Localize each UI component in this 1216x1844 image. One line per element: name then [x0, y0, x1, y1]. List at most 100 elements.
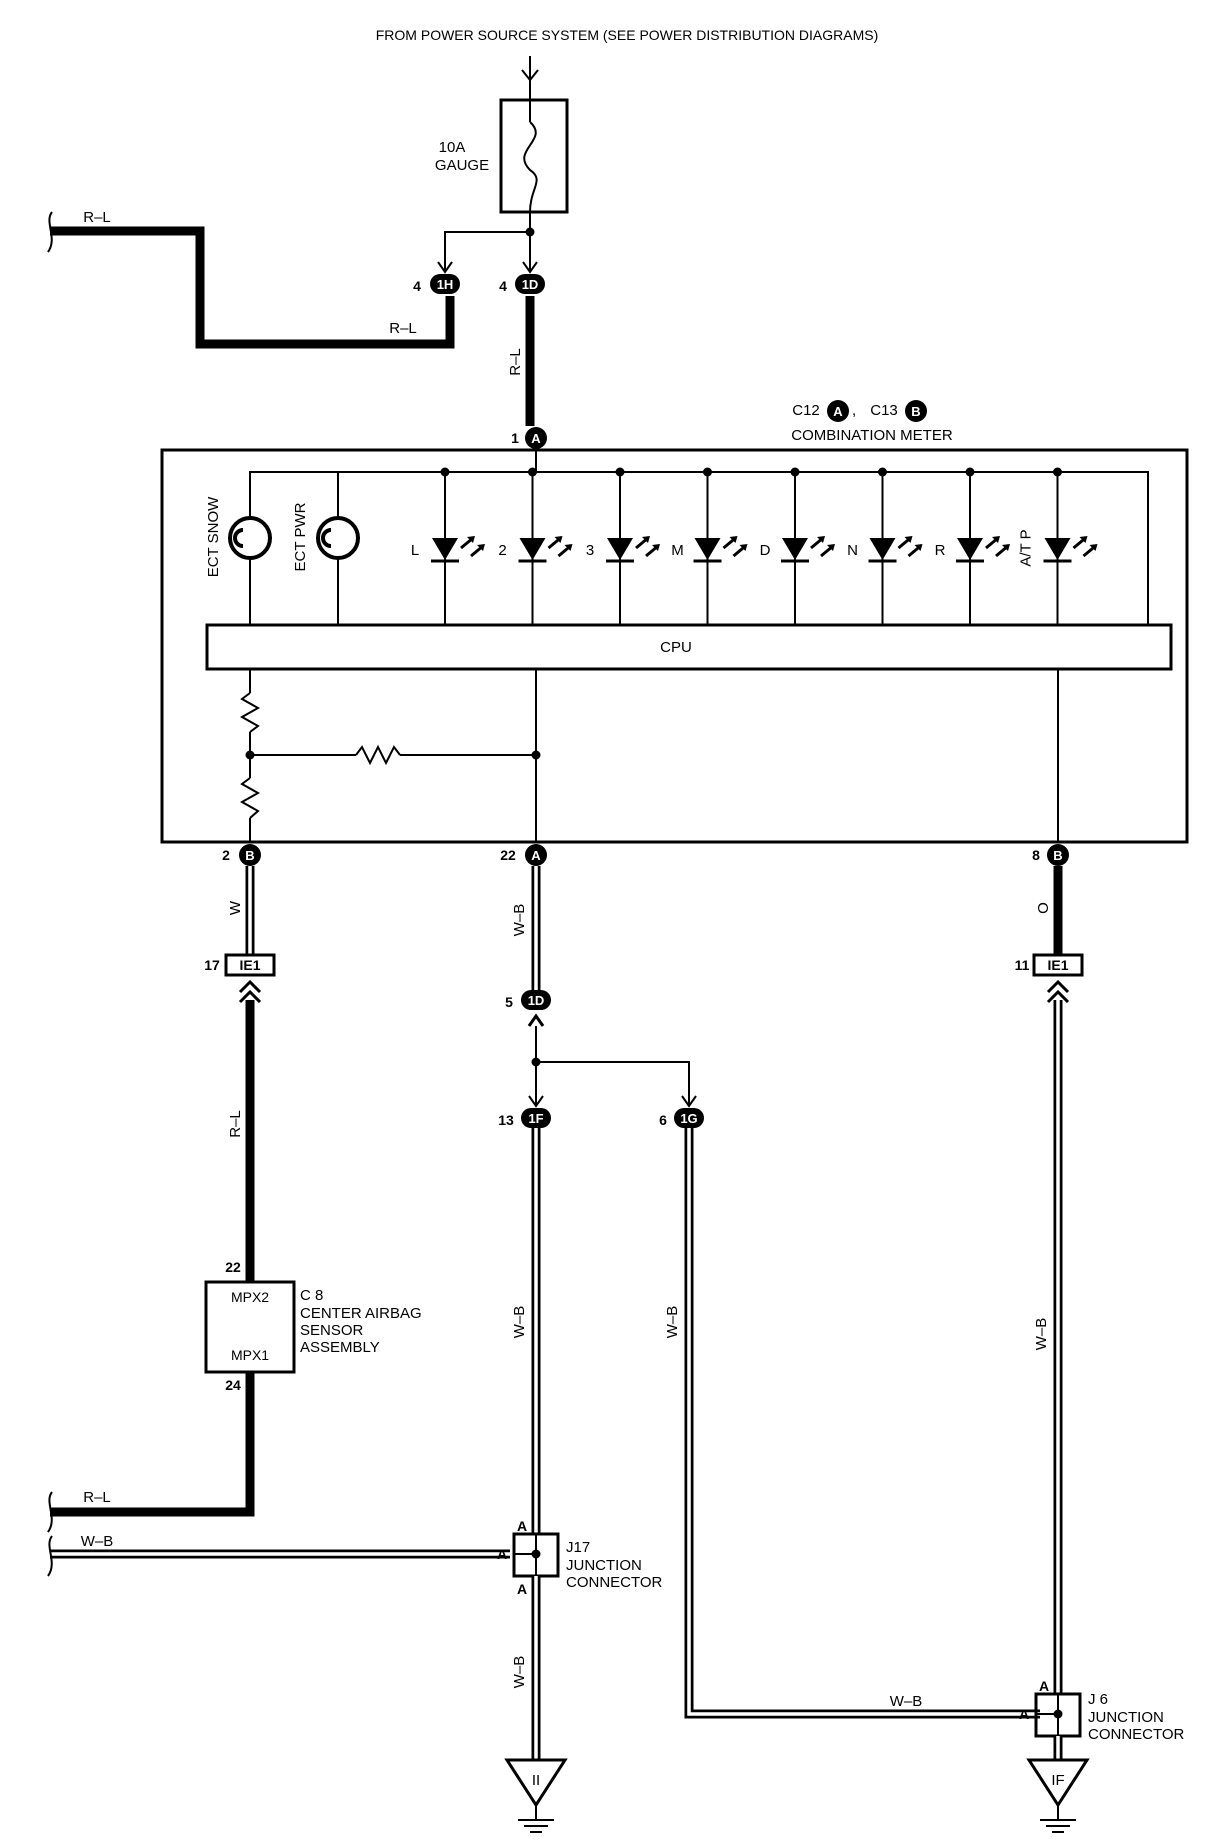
svg-text:R–L: R–L [83, 209, 111, 226]
svg-text:IE1: IE1 [1047, 957, 1068, 973]
svg-text:W–B: W–B [511, 904, 528, 937]
led-label: 2 [498, 542, 506, 559]
svg-text:ECT SNOW: ECT SNOW [205, 496, 222, 577]
led-label: D [760, 542, 771, 559]
svg-text:8: 8 [1032, 847, 1040, 863]
ect-snow-indicator: ECT SNOW [205, 472, 272, 625]
svg-text:W–B: W–B [81, 1533, 114, 1550]
combination-meter-box [160, 448, 1189, 844]
svg-text:6: 6 [659, 1112, 667, 1128]
led-l: L [411, 467, 485, 625]
cpu-box: CPU [205, 623, 1173, 671]
power-input-arrow [521, 56, 539, 100]
wire-rl-top [50, 226, 455, 349]
svg-text:ECT PWR: ECT PWR [292, 502, 309, 571]
connector-meter-22a: A 22 [500, 844, 547, 866]
resistor-network [239, 669, 1059, 842]
wire-wb-1g [684, 1128, 1040, 1719]
svg-text:B: B [1053, 848, 1062, 863]
svg-text:IE1: IE1 [239, 957, 260, 973]
led-label: 3 [586, 542, 594, 559]
connector-1f: 1F 13 [498, 1108, 551, 1128]
svg-text:J 6: J 6 [1088, 1691, 1108, 1708]
wire-rl-bottom [50, 1372, 255, 1517]
combination-meter-label: C12 A , C13 B COMBINATION METER [791, 400, 953, 444]
svg-text:4: 4 [499, 278, 507, 294]
svg-text:24: 24 [225, 1377, 241, 1393]
svg-text:1D: 1D [528, 993, 545, 1008]
svg-text:W–B: W–B [511, 1656, 528, 1689]
connector-1d-mid: 1D 5 [505, 990, 551, 1027]
svg-text:W–B: W–B [1033, 1318, 1050, 1351]
connector-1d-top: 1D 4 [499, 274, 545, 294]
svg-text:IF: IF [1051, 1772, 1064, 1789]
svg-text:R–L: R–L [507, 348, 524, 376]
svg-text:A: A [517, 1518, 527, 1534]
svg-text:5: 5 [505, 994, 513, 1010]
svg-text:22: 22 [500, 847, 516, 863]
svg-text:MPX1: MPX1 [231, 1347, 269, 1363]
svg-text:A: A [833, 404, 843, 419]
led-2: 2 [498, 467, 573, 625]
svg-text:B: B [245, 848, 254, 863]
svg-text:II: II [532, 1772, 540, 1789]
svg-text:O: O [1035, 902, 1052, 914]
svg-text:A: A [1019, 1706, 1029, 1722]
svg-text:A: A [517, 1581, 527, 1597]
led-label: N [847, 542, 858, 559]
svg-text:R–L: R–L [83, 1489, 111, 1506]
ground-ii: II [504, 1758, 568, 1833]
svg-text:C13: C13 [870, 402, 898, 419]
fuse-rating: 10A [439, 139, 466, 156]
wire-to-1h [444, 231, 530, 270]
svg-text:C12: C12 [792, 402, 820, 419]
svg-text:13: 13 [498, 1112, 514, 1128]
svg-text:1: 1 [511, 430, 519, 446]
svg-text:SENSOR: SENSOR [300, 1322, 364, 1339]
connector-meter-8b: B 8 [1032, 844, 1069, 866]
svg-text:W–B: W–B [890, 1693, 923, 1710]
led-m: M [671, 467, 748, 625]
connector-ie1-left: IE1 17 [204, 953, 276, 1004]
led-a-t-p: A/T P [1018, 467, 1098, 625]
svg-text:COMBINATION METER: COMBINATION METER [791, 427, 953, 444]
center-airbag-sensor: MPX2 MPX1 22 24 C 8 CENTER AIRBAG SENSOR… [204, 1259, 422, 1393]
led-3: 3 [586, 467, 660, 625]
svg-text:A: A [531, 431, 541, 446]
svg-text:JUNCTION: JUNCTION [1088, 1709, 1164, 1726]
ect-pwr-indicator: ECT PWR [292, 472, 360, 625]
junction-connector-j6: A A J 6 JUNCTION CONNECTOR [1019, 1678, 1185, 1743]
led-label: L [411, 542, 419, 559]
svg-text:A: A [497, 1546, 507, 1562]
connector-1h: 1H 4 [413, 274, 460, 294]
led-label: R [935, 542, 946, 559]
svg-text:C 8: C 8 [300, 1287, 323, 1304]
svg-text:R–L: R–L [389, 320, 417, 337]
fuse-name: GAUGE [435, 157, 489, 174]
svg-text:JUNCTION: JUNCTION [566, 1557, 642, 1574]
svg-text:2: 2 [222, 847, 230, 863]
junction-connector-j17: A A A J17 JUNCTION CONNECTOR [497, 1518, 663, 1597]
svg-text:J17: J17 [566, 1539, 590, 1556]
led-r: R [935, 467, 1010, 625]
led-d: D [760, 467, 835, 625]
connector-meter-2b: B 2 [222, 844, 261, 866]
ground-if: IF [1026, 1758, 1090, 1833]
svg-text:,: , [852, 402, 856, 419]
svg-text:17: 17 [204, 957, 220, 973]
svg-text:1F: 1F [528, 1111, 543, 1126]
svg-text:B: B [911, 404, 920, 419]
svg-text:CONNECTOR: CONNECTOR [566, 1574, 663, 1591]
svg-text:W–B: W–B [511, 1306, 528, 1339]
svg-text:1H: 1H [437, 277, 454, 292]
svg-text:11: 11 [1015, 957, 1030, 973]
header-text: FROM POWER SOURCE SYSTEM (SEE POWER DIST… [376, 27, 878, 43]
led-n: N [847, 467, 923, 625]
svg-text:W: W [227, 900, 244, 915]
svg-text:ASSEMBLY: ASSEMBLY [300, 1339, 380, 1356]
svg-text:CENTER AIRBAG: CENTER AIRBAG [300, 1305, 422, 1322]
svg-text:MPX2: MPX2 [231, 1289, 269, 1305]
svg-text:22: 22 [225, 1259, 241, 1275]
